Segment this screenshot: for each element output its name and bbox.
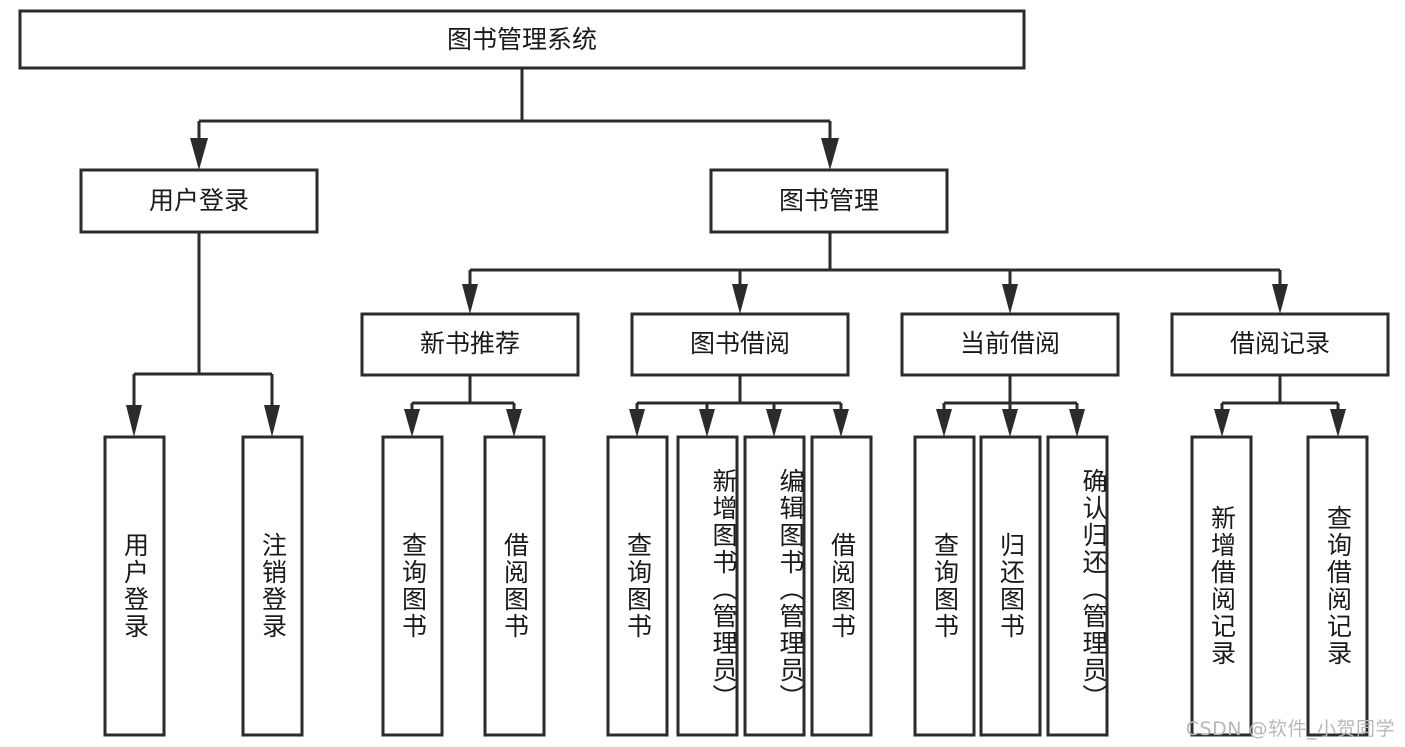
node-leaf-6[interactable] <box>676 435 739 737</box>
arrowhead-current-borrow <box>1002 284 1018 314</box>
node-leaf-3[interactable] <box>381 435 444 737</box>
arrowhead-borrow-record <box>1272 284 1288 314</box>
node-leaf-4[interactable] <box>483 435 546 737</box>
node-new-book-rec[interactable] <box>360 312 580 377</box>
arrowhead-leaf-1 <box>126 405 142 437</box>
node-book-mgmt-label: 图书管理 <box>779 186 879 215</box>
node-leaf-1[interactable] <box>103 435 166 737</box>
node-root[interactable] <box>18 9 1026 70</box>
csdn-watermark: CSDN @软件_小贺同学 <box>1185 718 1395 740</box>
arrowhead-leaf-11 <box>1069 409 1085 437</box>
node-book-borrow-label: 图书借阅 <box>690 329 790 358</box>
node-leaf-8[interactable] <box>810 435 873 737</box>
arrowhead-leaf-3 <box>404 409 420 437</box>
node-leaf-12[interactable] <box>1190 435 1253 737</box>
node-leaf-7[interactable] <box>743 435 806 737</box>
arrowhead-leaf-9 <box>936 409 952 437</box>
node-layer: 图书管理系统 用户登录 图书管理 新书推荐 图书借阅 当前借阅 借阅记录 <box>18 9 1390 737</box>
node-book-borrow[interactable] <box>630 312 850 377</box>
arrowhead-new-book-rec <box>462 284 478 314</box>
node-user-login-label: 用户登录 <box>149 186 249 215</box>
arrowhead-book-borrow <box>732 284 748 314</box>
node-leaf-5[interactable] <box>606 435 669 737</box>
node-root-label: 图书管理系统 <box>447 25 597 54</box>
arrowhead-user-login <box>190 138 208 170</box>
arrowhead-leaf-6 <box>699 409 715 437</box>
node-current-borrow-label: 当前借阅 <box>960 329 1060 358</box>
arrowhead-leaf-10 <box>1002 409 1018 437</box>
arrowhead-leaf-4 <box>506 409 522 437</box>
node-leaf-11[interactable] <box>1046 435 1109 737</box>
connector-layer <box>126 68 1346 437</box>
node-borrow-record-label: 借阅记录 <box>1230 329 1330 358</box>
node-user-login[interactable] <box>79 168 319 234</box>
node-leaf-9[interactable] <box>913 435 976 737</box>
arrowhead-book-mgmt <box>821 138 839 170</box>
node-borrow-record[interactable] <box>1170 312 1390 377</box>
node-current-borrow[interactable] <box>900 312 1120 377</box>
arrowhead-leaf-8 <box>833 409 849 437</box>
arrowhead-leaf-2 <box>264 405 280 437</box>
arrowhead-leaf-5 <box>629 409 645 437</box>
node-book-mgmt[interactable] <box>709 168 949 234</box>
arrowhead-leaf-13 <box>1330 409 1346 437</box>
node-new-book-rec-label: 新书推荐 <box>420 329 520 358</box>
node-leaf-13[interactable] <box>1306 435 1369 737</box>
arrowhead-leaf-7 <box>766 409 782 437</box>
arrowhead-leaf-12 <box>1214 409 1230 437</box>
node-leaf-2[interactable] <box>241 435 304 737</box>
node-leaf-10[interactable] <box>979 435 1042 737</box>
